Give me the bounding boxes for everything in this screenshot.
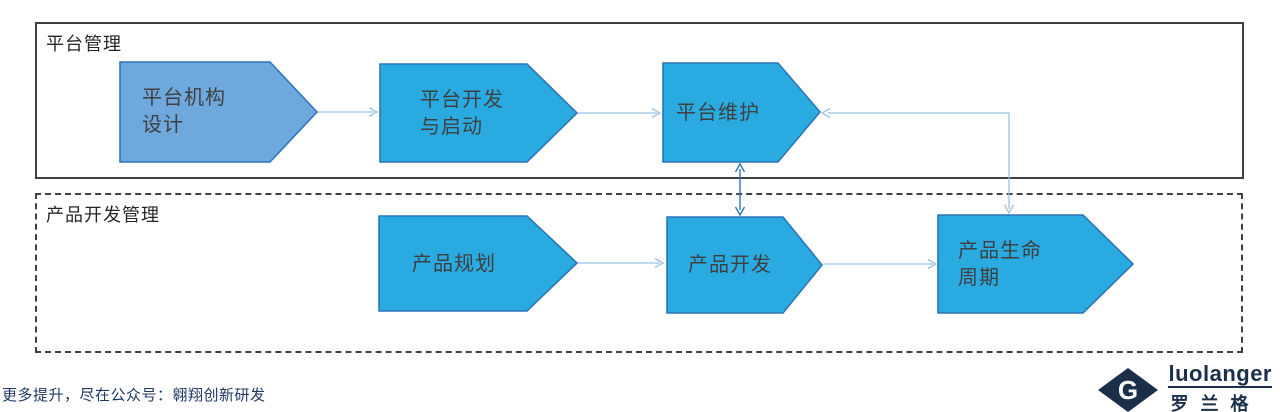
- footer-promo-text: 更多提升，尽在公众号：翱翔创新研发: [2, 387, 266, 404]
- label-product-lifecycle: 产品生命 周期: [958, 240, 1042, 289]
- product-group-title: 产品开发管理: [46, 205, 160, 225]
- label-platform-structure-design: 平台机构 设计: [142, 87, 226, 136]
- connector-maintenance-development-vertical: [734, 162, 746, 217]
- shape-platform-maintenance: [662, 62, 822, 163]
- label-platform-dev-launch: 平台开发 与启动: [420, 89, 504, 138]
- luolanger-logo: G luolanger 罗兰格: [1097, 361, 1272, 412]
- label-product-development: 产品开发: [688, 254, 772, 276]
- shape-product-planning: [378, 215, 579, 312]
- logo-chinese-name: 罗兰格: [1170, 394, 1261, 412]
- connector-development-to-lifecycle: [823, 258, 938, 270]
- shape-platform-structure-design: [119, 61, 319, 163]
- shape-product-development: [666, 216, 824, 314]
- connector-design-to-devlaunch: [318, 106, 379, 118]
- logo-monogram: G: [1118, 375, 1138, 405]
- label-product-planning: 产品规划: [412, 253, 496, 275]
- logo-text-block: luolanger 罗兰格: [1168, 361, 1272, 412]
- shape-platform-dev-launch: [379, 63, 579, 163]
- logo-diamond-icon: G: [1098, 368, 1159, 412]
- connector-devlaunch-to-maintenance: [578, 107, 662, 119]
- shape-product-lifecycle: [937, 214, 1135, 314]
- logo-latin-name: luolanger: [1168, 361, 1272, 388]
- label-platform-maintenance: 平台维护: [676, 102, 760, 124]
- connector-maintenance-lifecycle-elbow: [820, 107, 1015, 215]
- platform-group-title: 平台管理: [46, 34, 122, 54]
- connector-planning-to-development: [578, 257, 665, 269]
